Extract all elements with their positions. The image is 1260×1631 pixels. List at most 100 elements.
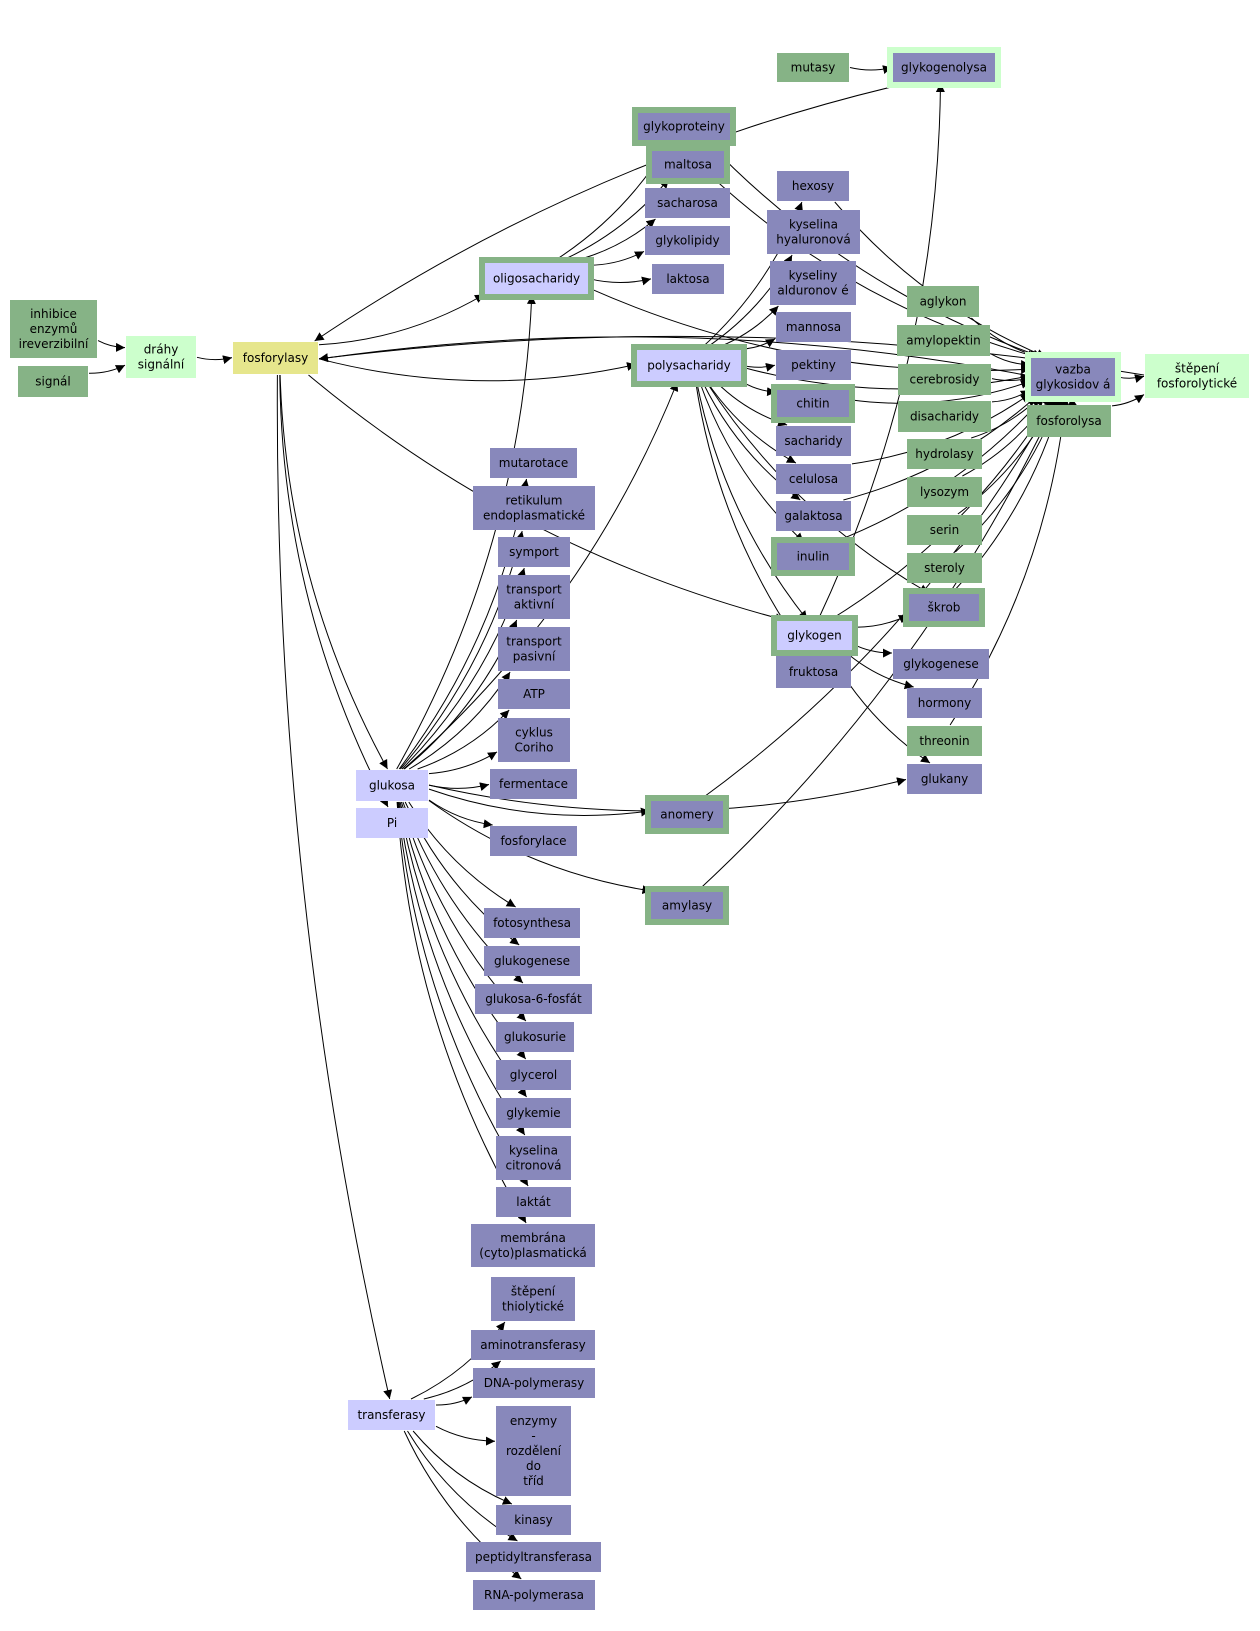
- node-glukosurie[interactable]: glukosurie: [496, 1022, 574, 1052]
- node-box-amylasy: [651, 892, 723, 919]
- node-label-cyklus: cyklus: [515, 726, 553, 740]
- node-galaktosa[interactable]: galaktosa: [776, 501, 851, 531]
- node-label-membrana: (cyto)plasmatická: [479, 1246, 586, 1260]
- node-threonin[interactable]: threonin: [907, 726, 982, 756]
- node-label-hydrolasy: hydrolasy: [915, 447, 973, 461]
- node-symport[interactable]: symport: [498, 537, 570, 567]
- edge-fosforylasy-to-polysacharidy: [318, 358, 637, 382]
- node-fermentace[interactable]: fermentace: [490, 769, 577, 799]
- node-label-pektiny: pektiny: [791, 358, 836, 372]
- node-glukany[interactable]: glukany: [907, 764, 982, 794]
- node-glykemie[interactable]: glykemie: [496, 1098, 571, 1128]
- node-label-laktat: laktát: [516, 1195, 551, 1209]
- node-mannosa[interactable]: mannosa: [776, 312, 851, 342]
- node-inulin[interactable]: inulin: [771, 537, 855, 576]
- node-label-sacharosa: sacharosa: [657, 196, 718, 210]
- node-kinasy[interactable]: kinasy: [496, 1505, 571, 1535]
- node-g6f[interactable]: glukosa-6-fosfát: [475, 984, 592, 1014]
- node-box-glykolipidy: [645, 226, 730, 255]
- node-lysozym[interactable]: lysozym: [907, 477, 982, 507]
- node-mutasy[interactable]: mutasy: [777, 53, 849, 82]
- node-label-cerebrosidy: cerebrosidy: [910, 373, 980, 387]
- node-glykogen[interactable]: glykogen: [771, 615, 858, 656]
- node-rnapol[interactable]: RNA-polymerasa: [473, 1580, 595, 1610]
- node-mutarotace[interactable]: mutarotace: [490, 448, 577, 478]
- node-box-fosforylace: [490, 826, 577, 856]
- edge-glukosa-to-fosforylace: [428, 799, 493, 829]
- node-fruktosa[interactable]: fruktosa: [776, 656, 851, 688]
- node-box-pi: [356, 808, 428, 838]
- node-serin[interactable]: serin: [907, 515, 982, 545]
- node-glukogenese[interactable]: glukogenese: [484, 946, 580, 976]
- node-polysacharidy[interactable]: polysacharidy: [631, 344, 747, 387]
- node-box-serin: [907, 515, 982, 545]
- node-label-taktivni: transport: [506, 583, 562, 597]
- node-label-mannosa: mannosa: [786, 320, 841, 334]
- node-aminotransferasy[interactable]: aminotransferasy: [471, 1330, 595, 1360]
- edge-fosforylasy-to-pi: [279, 374, 389, 808]
- node-box-hexosy: [777, 171, 849, 201]
- node-cerebrosidy[interactable]: cerebrosidy: [898, 364, 991, 395]
- node-sacharidy[interactable]: sacharidy: [776, 426, 851, 456]
- node-box-hormony: [907, 688, 982, 718]
- edge-glukosa-to-atp: [417, 709, 510, 770]
- node-chitin[interactable]: chitin: [771, 384, 855, 423]
- node-atp[interactable]: ATP: [498, 679, 570, 709]
- node-fosforolysa[interactable]: fosforolysa: [1027, 405, 1111, 437]
- node-amylopektin[interactable]: amylopektin: [897, 325, 990, 356]
- node-maltosa[interactable]: maltosa: [646, 145, 730, 184]
- node-hydrolasy[interactable]: hydrolasy: [907, 439, 982, 469]
- node-label-transferasy: transferasy: [357, 1408, 425, 1422]
- node-box-fosforolysa: [1027, 405, 1111, 437]
- node-glycerol[interactable]: glycerol: [496, 1060, 571, 1090]
- node-sacharosa[interactable]: sacharosa: [645, 188, 730, 218]
- node-celulosa[interactable]: celulosa: [776, 464, 851, 494]
- node-fosforylace[interactable]: fosforylace: [490, 826, 577, 856]
- node-fosforylasy[interactable]: fosforylasy: [233, 342, 318, 374]
- node-glykogenolysa[interactable]: glykogenolysa: [887, 47, 1001, 88]
- edge-disacharidy-to-vazba: [991, 389, 1031, 403]
- node-amylasy[interactable]: amylasy: [645, 886, 729, 925]
- node-signal[interactable]: signál: [18, 366, 88, 397]
- node-glykogenese2[interactable]: glykogenese: [893, 649, 989, 679]
- node-transferasy[interactable]: transferasy: [348, 1400, 435, 1430]
- node-steroly[interactable]: steroly: [907, 553, 982, 583]
- node-label-threonin: threonin: [919, 734, 969, 748]
- node-dnapol[interactable]: DNA-polymerasy: [473, 1368, 595, 1398]
- node-laktosa[interactable]: laktosa: [652, 264, 724, 294]
- node-pektiny[interactable]: pektiny: [776, 350, 851, 380]
- node-anomery[interactable]: anomery: [645, 795, 729, 834]
- node-disacharidy[interactable]: disacharidy: [898, 401, 991, 432]
- node-glukosa[interactable]: glukosa: [356, 770, 428, 801]
- node-peptidyl[interactable]: peptidyltransferasa: [466, 1542, 601, 1572]
- node-hexosy[interactable]: hexosy: [777, 171, 849, 201]
- node-skrob[interactable]: škrob: [903, 588, 985, 627]
- node-label-chitin: chitin: [796, 397, 829, 411]
- node-label-fermentace: fermentace: [499, 777, 568, 791]
- node-hormony[interactable]: hormony: [907, 688, 982, 718]
- node-box-steroly: [907, 553, 982, 583]
- node-box-glykogenese2: [893, 649, 989, 679]
- node-glykolipidy[interactable]: glykolipidy: [645, 226, 730, 255]
- node-laktat[interactable]: laktát: [496, 1187, 571, 1217]
- node-pi[interactable]: Pi: [356, 808, 428, 838]
- node-glykoproteiny[interactable]: glykoproteiny: [632, 107, 736, 146]
- node-oligosacharidy[interactable]: oligosacharidy: [479, 257, 594, 300]
- node-membrana[interactable]: membrána(cyto)plasmatická: [471, 1224, 595, 1267]
- node-aglykon[interactable]: aglykon: [907, 286, 979, 317]
- node-fotosynthesa[interactable]: fotosynthesa: [484, 908, 580, 938]
